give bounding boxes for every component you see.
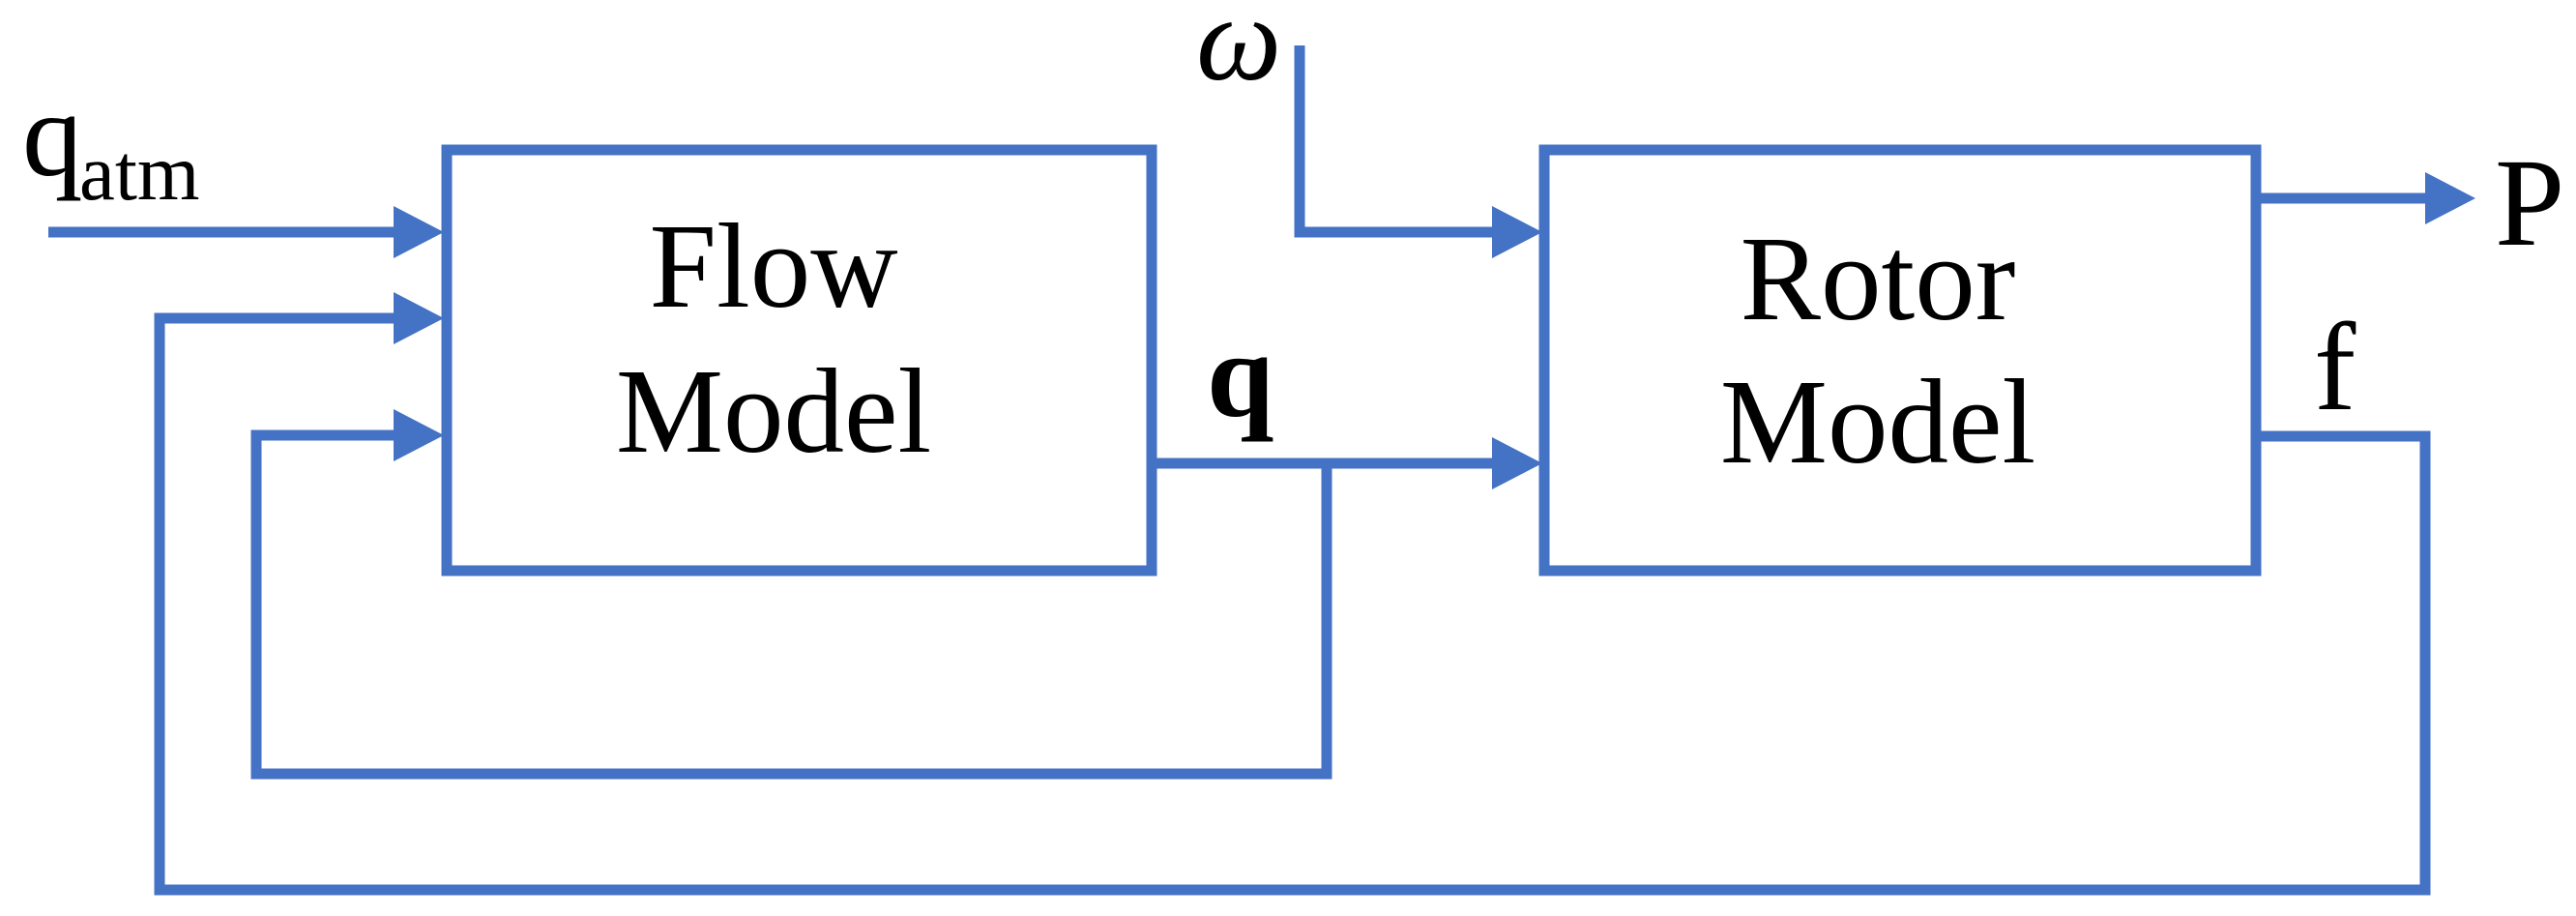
flow-model-box [441,144,1157,576]
flow-model-label-line1: Flow [649,200,897,334]
arrowhead [1492,437,1542,489]
rotor-model-label-line2: Model [1720,356,2035,489]
arrowhead [394,292,444,344]
arrowhead [2425,172,2475,224]
f-feedback-path [154,312,2431,896]
qatm-label-sub: atm [79,128,199,217]
flow-model-label-line2: Model [616,345,931,479]
qatm-label-main: q [22,69,83,202]
rotor-model-box [1538,144,2262,576]
omega-input-line [1294,45,1492,238]
q-label: q [1207,310,1274,443]
arrowhead [394,206,444,258]
qatm-input-arrow [48,206,444,258]
p-output-arrow [2256,172,2475,224]
q-feedback-path [250,429,1332,780]
f-feedback-line [154,292,2431,896]
p-label: P [2495,133,2564,273]
f-label: f [2314,298,2356,437]
omega-input-arrow [1294,45,1542,258]
arrowhead [1492,206,1542,258]
q-feedback-line [250,409,1332,780]
rotor-model-label-line1: Rotor [1741,213,2016,346]
q-link-arrow [1152,437,1542,489]
arrowhead [394,409,444,461]
omega-label: ω [1196,0,1281,106]
